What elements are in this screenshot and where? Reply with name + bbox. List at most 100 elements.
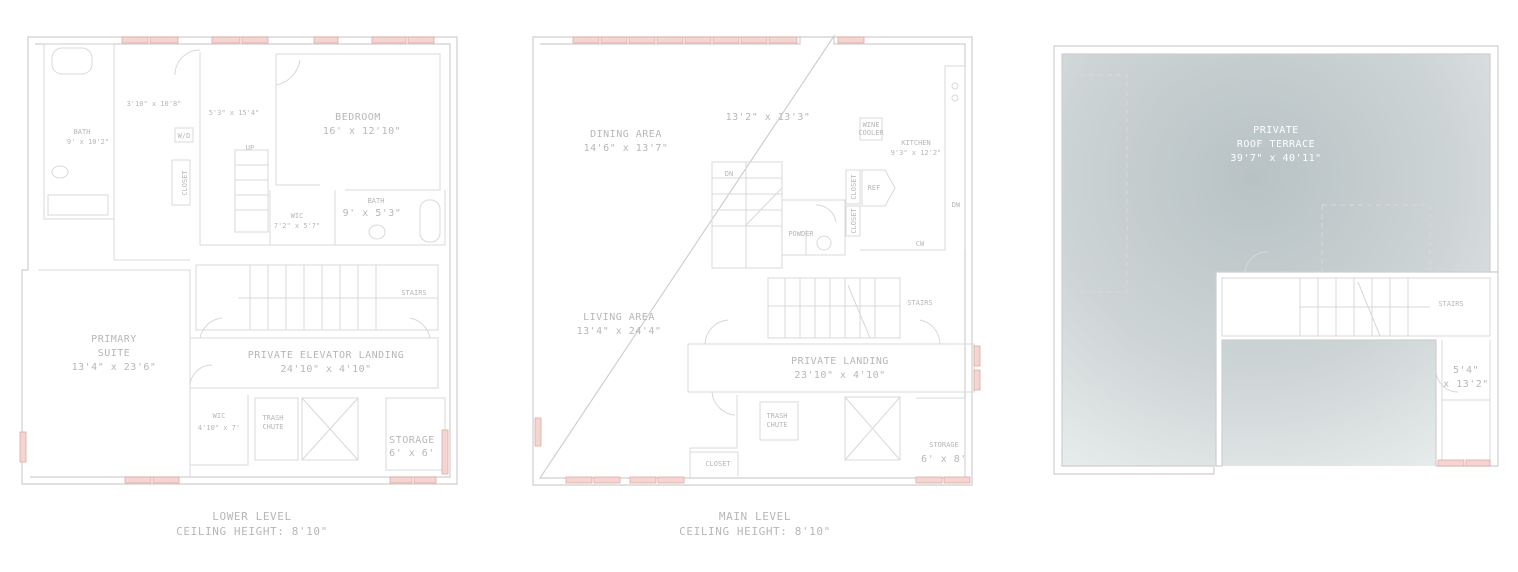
bath2-walls xyxy=(269,190,446,246)
ref-box xyxy=(861,169,896,207)
dashed-zone-mid xyxy=(1321,204,1431,272)
primary-dim: 13'4" x 23'6" xyxy=(72,362,157,373)
foyer-dim: 5'3" x 15'4" xyxy=(209,109,260,117)
burner xyxy=(951,82,959,90)
burner xyxy=(951,94,959,102)
window xyxy=(241,36,269,44)
window xyxy=(973,369,981,391)
dining-dim: 14'6" x 13'7" xyxy=(584,143,669,154)
landing-lower-name: PRIVATE ELEVATOR LANDING xyxy=(248,350,405,361)
bedroom-name: BEDROOM xyxy=(335,112,381,123)
window xyxy=(149,36,179,44)
bath1-dim: 9' x 10'2" xyxy=(67,138,109,146)
landing-lower-dim: 24'10" x 4'10" xyxy=(280,364,371,375)
lower-ceiling: CEILING HEIGHT: 8'10" xyxy=(176,525,328,538)
window xyxy=(837,36,865,44)
main-outer-wall xyxy=(532,36,973,486)
window xyxy=(1465,459,1491,467)
living-name: LIVING AREA xyxy=(583,312,655,323)
landing-lower xyxy=(189,337,439,389)
window xyxy=(684,36,712,44)
window xyxy=(371,36,407,44)
window xyxy=(124,476,152,484)
closet-a: CLOSET xyxy=(850,174,858,200)
roof-plan: PRIVATE ROOF TERRACE 39'7" x 40'11" STAI… xyxy=(1053,45,1499,475)
terrace-dim: 39'7" x 40'11" xyxy=(1230,153,1321,164)
toilet xyxy=(51,165,69,179)
landing-main xyxy=(687,343,975,393)
lower-caption: LOWER LEVEL xyxy=(212,510,291,523)
window xyxy=(629,476,657,484)
wic2-name: WIC xyxy=(213,412,226,420)
window xyxy=(712,36,740,44)
window xyxy=(565,476,593,484)
stair-up xyxy=(234,149,269,233)
window xyxy=(534,417,542,447)
lower-bottom-rooms xyxy=(189,388,446,471)
window xyxy=(211,36,241,44)
bedroom-walls xyxy=(275,53,441,191)
window xyxy=(389,476,413,484)
window xyxy=(915,476,943,484)
stair-dn xyxy=(711,161,783,269)
lower-level-plan: BATH 9' x 10'2" 3'10" x 10'8" 5'3" x 15'… xyxy=(19,36,458,538)
bedroom-door xyxy=(275,59,301,86)
window xyxy=(973,345,981,367)
toilet-main xyxy=(816,235,832,251)
top-dim: 13'2" x 13'3" xyxy=(726,112,811,123)
window xyxy=(1437,459,1465,467)
roof-doors xyxy=(1244,251,1481,393)
stairs-label: STAIRS xyxy=(401,289,426,297)
trash-main-2: CHUTE xyxy=(766,421,787,429)
stairs-roof xyxy=(1221,277,1491,337)
window xyxy=(407,36,435,44)
terrace-name-2: ROOF TERRACE xyxy=(1237,139,1315,150)
tub2 xyxy=(419,199,441,243)
stairs-lower xyxy=(195,264,439,331)
lower-outer-wall xyxy=(21,36,458,485)
storage-lower-name: STORAGE xyxy=(389,435,435,446)
main-level-plan: DINING AREA 14'6" x 13'7" 13'2" x 13'3" … xyxy=(532,34,981,538)
powder-label: POWDER xyxy=(788,230,814,238)
window xyxy=(600,36,628,44)
window xyxy=(943,476,971,484)
roof-outer-wall xyxy=(1053,45,1499,475)
main-ceiling: CEILING HEIGHT: 8'10" xyxy=(679,525,831,538)
shower xyxy=(47,194,109,216)
window xyxy=(593,476,621,484)
window xyxy=(313,36,339,44)
dn-label: DN xyxy=(725,170,733,178)
window xyxy=(768,36,798,44)
main-inner-wall xyxy=(538,34,966,479)
hall-dim: 3'10" x 10'8" xyxy=(127,100,182,108)
closet-b-box xyxy=(845,205,861,237)
bath2-name: BATH xyxy=(368,197,385,205)
up-label: UP xyxy=(246,144,254,152)
storage-lower-dim: 6' x 6' xyxy=(389,448,435,459)
storage-main-name: STORAGE xyxy=(929,441,959,449)
closet-c: CLOSET xyxy=(705,460,731,468)
closet-box xyxy=(171,159,191,206)
bath1-name: BATH xyxy=(74,128,91,136)
kitchen-name: KITCHEN xyxy=(901,139,931,147)
terrace-wash xyxy=(1062,54,1490,466)
wine-1: WINE xyxy=(863,121,880,129)
primary-walls xyxy=(38,269,191,477)
window xyxy=(572,36,600,44)
lower-inner-wall xyxy=(30,43,451,478)
roof-small-room xyxy=(1441,340,1491,466)
closet-label: CLOSET xyxy=(181,170,189,196)
wic2-dim: 4'10" x 7' xyxy=(198,424,240,432)
window xyxy=(121,36,149,44)
terrace-name-1: PRIVATE xyxy=(1253,125,1299,136)
kitchen-counter xyxy=(860,65,966,251)
landing-main-dim: 23'10" x 4'10" xyxy=(794,370,885,381)
wd-label: W/D xyxy=(178,132,191,140)
small-dim-1: 5'4" xyxy=(1453,365,1479,376)
cw-label: CW xyxy=(916,240,925,248)
window xyxy=(413,476,437,484)
bedroom-dim: 16' x 12'10" xyxy=(323,126,401,137)
window xyxy=(19,431,27,463)
landing-main-name: PRIVATE LANDING xyxy=(791,356,889,367)
